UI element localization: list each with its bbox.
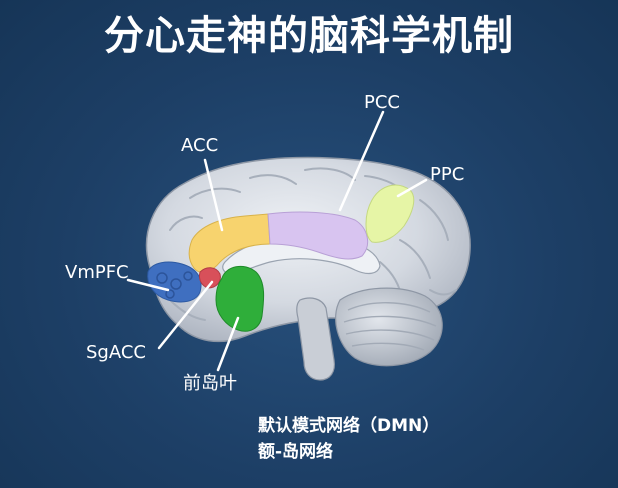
pointer-lines (126, 110, 428, 372)
sgacc-region (199, 267, 221, 289)
label-insula: 前岛叶 (183, 373, 237, 394)
acc-region (188, 213, 271, 273)
label-acc: ACC (181, 135, 219, 156)
page-title: 分心走神的脑科学机制 (104, 13, 514, 59)
brainstem (296, 297, 335, 381)
insula-region (215, 265, 265, 332)
label-sgacc: SgACC (86, 342, 146, 363)
pcc-region (267, 211, 369, 260)
caption-dmn: 默认模式网络（DMN） (258, 416, 440, 436)
vmpfc-texture (156, 271, 193, 299)
label-pcc: PCC (364, 92, 400, 113)
label-ppc: PPC (430, 164, 465, 185)
ppc-region (365, 184, 415, 243)
cerebellum-folia (343, 302, 437, 351)
caption-frontal-insula: 额-岛网络 (258, 442, 334, 462)
cerebellum (335, 287, 443, 367)
label-vmpfc: VmPFC (65, 262, 129, 283)
